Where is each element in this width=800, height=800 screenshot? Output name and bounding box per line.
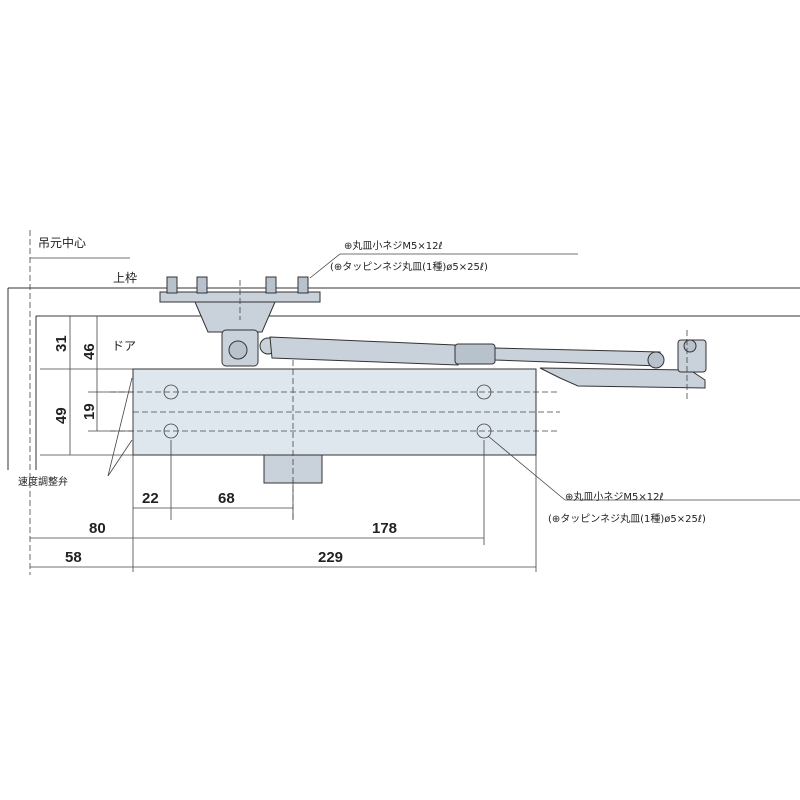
dim-22: 22: [142, 490, 159, 507]
speed-valve-label: 速度調整弁: [18, 475, 68, 488]
frame-screw-note-2: (⊕タッピンネジ丸皿(1種)ø5×25ℓ): [330, 260, 488, 273]
hanging-center-label: 吊元中心: [38, 235, 86, 250]
closer-body: [110, 360, 560, 520]
door-outline: [7, 288, 800, 470]
dim-58: 58: [65, 549, 82, 566]
frame-bracket: [159, 276, 321, 333]
dim-19: 19: [81, 403, 98, 420]
door-label: ドア: [112, 339, 136, 353]
body-screw-note-2: (⊕タッピンネジ丸皿(1種)ø5×25ℓ): [548, 512, 706, 525]
vertical-dimensions: [40, 315, 133, 456]
horizontal-dimensions: [30, 380, 537, 572]
dim-46: 46: [81, 343, 98, 360]
dim-229: 229: [318, 549, 343, 566]
upper-frame-label: 上枠: [113, 271, 137, 285]
dim-31: 31: [53, 335, 70, 352]
body-screw-note-1: ⊕丸皿小ネジM5×12ℓ: [565, 490, 664, 503]
arm-assembly: [221, 329, 707, 400]
frame-screw-note-1: ⊕丸皿小ネジM5×12ℓ: [344, 239, 443, 252]
bracket-screw: [166, 276, 309, 294]
leader-lines: [107, 253, 800, 501]
upper-frame: [8, 287, 800, 289]
dim-80: 80: [89, 520, 106, 537]
dim-49: 49: [53, 407, 70, 424]
dim-68: 68: [218, 490, 235, 507]
hanging-center-line: [29, 230, 130, 575]
body-screw-hole: [163, 384, 492, 439]
dim-178: 178: [372, 520, 397, 537]
